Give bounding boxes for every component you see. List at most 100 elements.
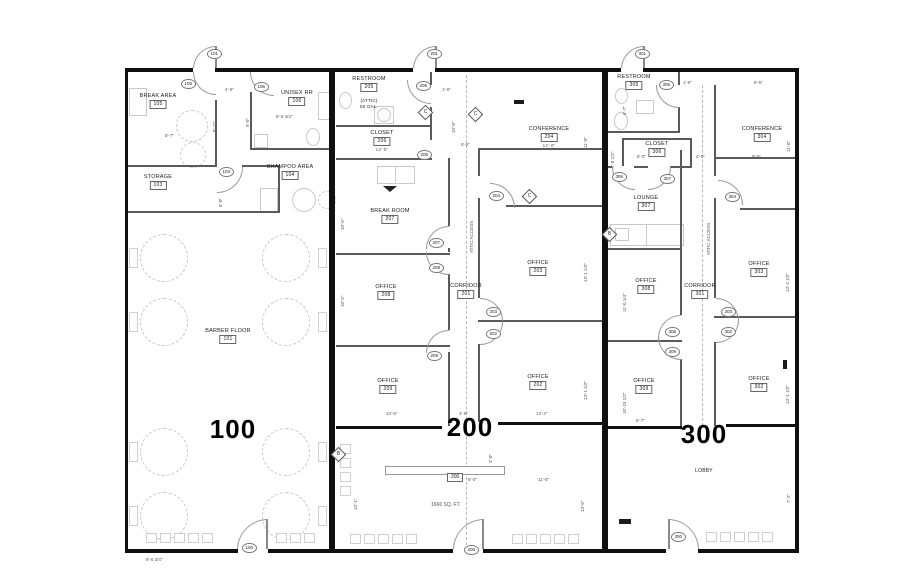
shampoo-bowl (292, 188, 316, 212)
plan-mark (783, 360, 787, 369)
room-name: LOBBY (695, 468, 713, 474)
room-dim: 12'-0" (542, 142, 556, 148)
door-tag-105: 105 (181, 79, 196, 89)
wall-rr106-bottom (250, 148, 330, 150)
room-label-office-302: OFFICE 302 (748, 376, 769, 392)
room-name: RESTROOM (617, 74, 651, 80)
door-tag-304: 304 (725, 192, 740, 202)
barber-station (318, 442, 327, 462)
waiting-chair (202, 533, 213, 543)
door-tag-206: 206 (417, 150, 432, 160)
room-name: OFFICE (527, 374, 549, 380)
wall-closet306-top (622, 138, 690, 140)
room-number: 309 (635, 385, 653, 394)
break-chair (180, 142, 206, 168)
room-label-lounge-307: LOUNGE 307 (634, 195, 658, 211)
rr-cabinet (254, 134, 268, 148)
room-label-break-area: BREAK AREA 105 (140, 93, 177, 109)
room-name: OFFICE (635, 278, 657, 284)
room-number: 207 (381, 215, 399, 224)
wall-break-area-bottom (125, 165, 217, 167)
waiting-chair (340, 458, 351, 468)
barber-chair (262, 234, 310, 282)
keynote-letter: C (527, 193, 532, 199)
barber-station (129, 506, 138, 526)
wall-office303-top (740, 208, 798, 210)
waiting-chair (290, 533, 301, 543)
room-number: 203 (529, 267, 547, 276)
plan-mark (514, 100, 524, 104)
room-number: 104 (281, 171, 299, 180)
wall-closet306-bottom-b (634, 166, 648, 168)
dimension: 8'-7" (165, 133, 174, 138)
dimension: 13'-5" (386, 411, 398, 416)
door-tag-201: 201 (427, 49, 442, 59)
wall-office208-office209 (336, 345, 450, 347)
room-number: 304 (753, 133, 771, 142)
wall-storage-right (278, 165, 280, 213)
shampoo-chair (260, 188, 278, 212)
waiting-chair (392, 534, 403, 544)
door-tag-305: 305 (659, 80, 674, 90)
waiting-chair (734, 532, 745, 542)
waiting-chair (340, 486, 351, 496)
door-tag-205: 205 (416, 81, 431, 91)
room-label-office-309: OFFICE 309 (633, 378, 654, 394)
waiting-chair (188, 533, 199, 543)
unit-number-100: 100 (209, 414, 257, 444)
wall-exterior-top (125, 68, 798, 72)
room-name: OFFICE (375, 284, 397, 290)
wall-demising-100-200 (329, 68, 335, 553)
plan-mark (619, 519, 631, 524)
wall-200-left-col-b (448, 248, 450, 252)
wall-office308-office309 (608, 340, 682, 342)
wall-office203-office202 (478, 320, 606, 322)
room-number: 205 (360, 83, 378, 92)
toilet (339, 92, 352, 109)
room-label-restroom-305: RESTROOM 305 (617, 74, 650, 90)
room-label-lobby: LOBBY (695, 468, 713, 475)
dimension: 1'-6" (442, 87, 451, 92)
dimension: 10'-5" (340, 295, 345, 307)
rr-vanity (636, 100, 654, 114)
barber-station (318, 312, 327, 332)
dimension: 12'-1" (353, 498, 358, 510)
waiting-chair (554, 534, 565, 544)
door-opening-entry-300 (666, 549, 698, 553)
room-number: 201 (457, 290, 475, 299)
dimension: 13'-1 1/2" (583, 263, 588, 282)
door-tag-203: 203 (486, 307, 501, 317)
room-name: BREAK AREA (139, 93, 177, 99)
room-name: OFFICE (527, 260, 549, 266)
dimension: 13'-1 1/2" (583, 381, 588, 400)
water-heater-tank (377, 108, 391, 122)
room-number: 301 (691, 290, 709, 299)
door-tag-100: 100 (242, 543, 257, 553)
door-tag-307: 307 (660, 174, 675, 184)
waiting-chair (364, 534, 375, 544)
wall-200-left-col-a (448, 158, 450, 226)
wall-office-end-200-right (498, 422, 605, 425)
dimension: 10'-8" (451, 121, 456, 133)
keynote-letter: C (473, 111, 478, 117)
waiting-chair (350, 534, 361, 544)
barber-chair (140, 234, 188, 282)
wall-conference304-left (714, 85, 716, 150)
dimension: 8'-9 3/4" (276, 114, 293, 119)
barber-station (129, 442, 138, 462)
wall-office203-top (506, 205, 606, 207)
door-tag-301: 301 (635, 49, 650, 59)
waiting-chair (340, 472, 351, 482)
wall-conference204-bottom (478, 148, 606, 150)
dimension: 8'-11" (212, 120, 217, 132)
break-cabinet (395, 166, 415, 184)
door-tag-208: 208 (429, 263, 444, 273)
room-label-barber-floor: BARBER FLOOR 101 (205, 328, 251, 344)
keynote-letter: C (423, 109, 428, 115)
waiting-chair (568, 534, 579, 544)
dimension: 11'-6" (786, 140, 791, 152)
room-name: BARBER FLOOR (205, 328, 251, 334)
water-heater-note-line2: 50 GAL. (360, 103, 378, 109)
room-number: 306 (648, 148, 666, 157)
door-tag-300: 300 (671, 532, 686, 542)
